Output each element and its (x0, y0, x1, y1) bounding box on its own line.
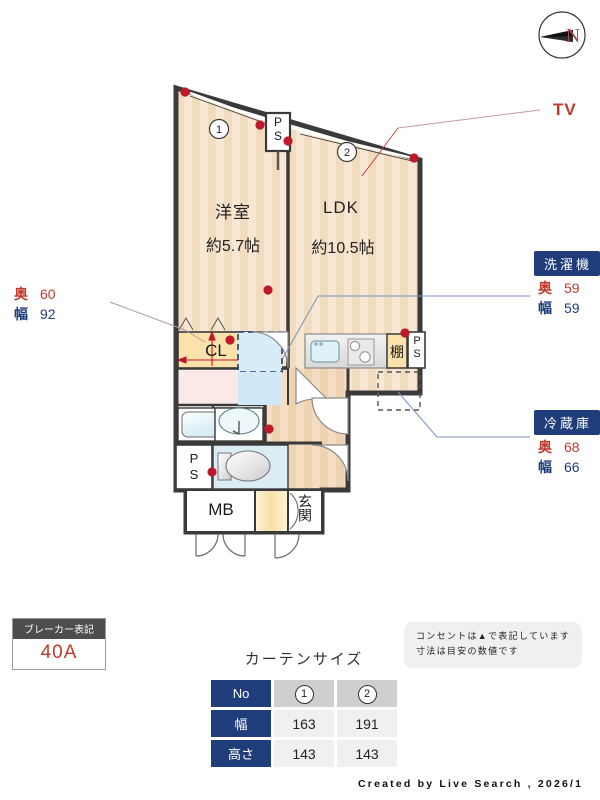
callout-width-row: 幅 59 (534, 300, 600, 318)
window-no-badge: 1 (294, 684, 314, 704)
mb-entrance-row (185, 489, 323, 559)
curtain-size-table: No 1 2 幅 163 191 高さ 143 143 (208, 677, 400, 770)
tv-callout-label: TV (553, 100, 577, 119)
curtain-size-section: カーテンサイズ No 1 2 幅 163 191 高さ 143 143 (208, 648, 400, 770)
width-value: 92 (40, 305, 56, 322)
ps-letter-p: P (273, 115, 282, 129)
width-value: 66 (564, 458, 580, 475)
room-label-ldk: LDK (322, 198, 360, 217)
callout-depth-row: 奥 59 (534, 280, 600, 298)
callout-width-row: 幅 92 (14, 306, 56, 324)
door-swings (251, 331, 349, 482)
ps-label-bathroom: P S (178, 452, 210, 481)
meter-box-label: MB (208, 500, 234, 519)
curtain-row-header: No (211, 680, 271, 707)
room-label-washitsu: 洋室 (215, 203, 251, 222)
curtain-row-header: 幅 (211, 710, 271, 737)
curtain-cell: 143 (337, 740, 397, 767)
callout-width-row: 幅 66 (534, 459, 600, 477)
outlet-markers (180, 87, 419, 477)
shelf-label: 棚 (390, 344, 404, 360)
width-label: 幅 (14, 305, 28, 322)
ps-letter-p: P (189, 451, 199, 466)
washer-pan (237, 331, 283, 405)
fridge-space (377, 371, 421, 411)
note-line-1: コンセントは▲で表記しています (416, 631, 571, 641)
ps-label-top: P S (268, 116, 288, 142)
room-area-ldk: 約10.5帖 (311, 240, 375, 257)
breaker-box: ブレーカー表記 40A (12, 618, 106, 670)
table-row: No 1 2 (211, 680, 397, 707)
callout-washer: 洗濯機 奥 59 幅 59 (534, 251, 600, 317)
curtain-cell: 1 (274, 680, 334, 707)
kitchen-counter (304, 333, 389, 369)
window-number-1: 1 (208, 118, 230, 140)
breaker-value: 40A (40, 642, 78, 663)
curtain-cell: 143 (274, 740, 334, 767)
svg-text:2: 2 (344, 147, 350, 159)
entrance-text: 玄関 (297, 494, 314, 522)
north-arrow-icon: N (538, 11, 586, 59)
curtain-cell: 191 (337, 710, 397, 737)
legend-note: コンセントは▲で表記しています 寸法は目安の数値です (404, 622, 583, 668)
depth-value: 68 (564, 439, 580, 455)
wash-basin (214, 407, 264, 442)
callout-depth-row: 奥 68 (534, 439, 600, 457)
table-row: 幅 163 191 (211, 710, 397, 737)
callout-fridge: 冷蔵庫 奥 68 幅 66 (534, 410, 600, 476)
curtain-title: カーテンサイズ (244, 651, 364, 668)
depth-value: 59 (564, 280, 580, 296)
note-line-2: 寸法は目安の数値です (416, 646, 520, 657)
callout-balcony-left: 奥 60 幅 92 (14, 284, 56, 323)
curtain-cell: 2 (337, 680, 397, 707)
shelf-box (386, 333, 408, 369)
room-area-washitsu: 約5.7帖 (205, 238, 261, 255)
closet-label: CL (205, 341, 227, 360)
ps-letter-s: S (273, 129, 282, 143)
breaker-title: ブレーカー表記 (13, 619, 105, 639)
table-row: 高さ 143 143 (211, 740, 397, 767)
width-label: 幅 (538, 458, 552, 475)
toilet (212, 444, 289, 490)
ps-letter-s: S (413, 348, 421, 360)
ps-label-kitchen: P S (409, 336, 425, 360)
fridge-title: 冷蔵庫 (534, 410, 600, 435)
ps-box-kitchen (407, 331, 426, 369)
room-ldk-shape (288, 128, 420, 393)
window-number-2: 2 (336, 141, 358, 163)
width-label: 幅 (538, 299, 552, 316)
callout-depth-row: 奥 60 (14, 286, 56, 304)
svg-text:1: 1 (216, 124, 222, 136)
ps-letter-s: S (189, 467, 199, 482)
washer-title: 洗濯機 (534, 251, 600, 276)
footer-credit: Created by Live Search , 2026/1 (358, 778, 584, 790)
curtain-row-header: 高さ (211, 740, 271, 767)
ps-letter-p: P (413, 335, 421, 347)
window-no-badge: 2 (357, 684, 377, 704)
entrance-label: 玄関 (293, 494, 317, 525)
room-washitsu-shape (176, 88, 288, 368)
depth-label: 奥 (538, 439, 552, 455)
callout-leader-lines (109, 109, 541, 438)
curtain-cell: 163 (274, 710, 334, 737)
depth-label: 奥 (14, 286, 28, 302)
width-value: 59 (564, 299, 580, 316)
depth-label: 奥 (538, 280, 552, 296)
svg-text:N: N (566, 25, 580, 47)
depth-value: 60 (40, 286, 56, 302)
